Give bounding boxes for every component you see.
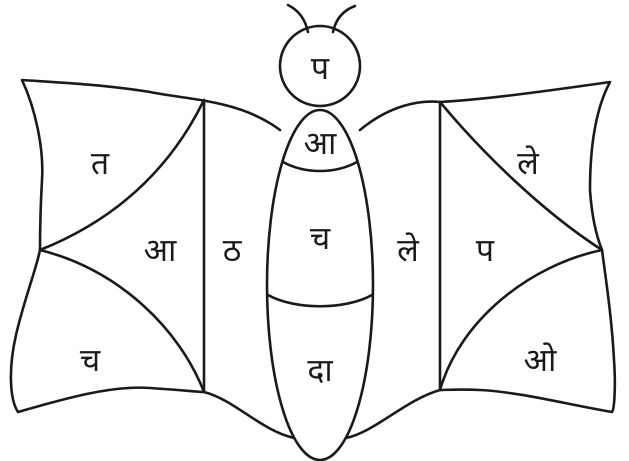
right-wing-top-letter: ले — [517, 144, 540, 182]
right-wing-strip-letter: ले — [397, 231, 420, 269]
left-wing-upper-curve — [40, 100, 204, 250]
right-wing-middle-letter: प — [476, 231, 495, 269]
body-lower-letter: दा — [307, 351, 333, 389]
left-wing-strip-letter: ठ — [223, 231, 243, 269]
body-upper-letter: च — [310, 219, 331, 257]
neck-letter: आ — [304, 124, 338, 162]
left-wing-lower-curve — [40, 250, 204, 392]
left-wing-middle-letter: आ — [144, 231, 178, 269]
right-wing-bottom-letter: ओ — [524, 341, 558, 379]
right-wing-lower-curve — [440, 250, 602, 390]
head-letter: प — [311, 49, 330, 87]
left-wing-bottom-letter: च — [80, 341, 101, 379]
left-wing-top-letter: त — [91, 144, 110, 182]
neck-curve — [283, 162, 357, 171]
body-waist-curve — [268, 295, 372, 306]
